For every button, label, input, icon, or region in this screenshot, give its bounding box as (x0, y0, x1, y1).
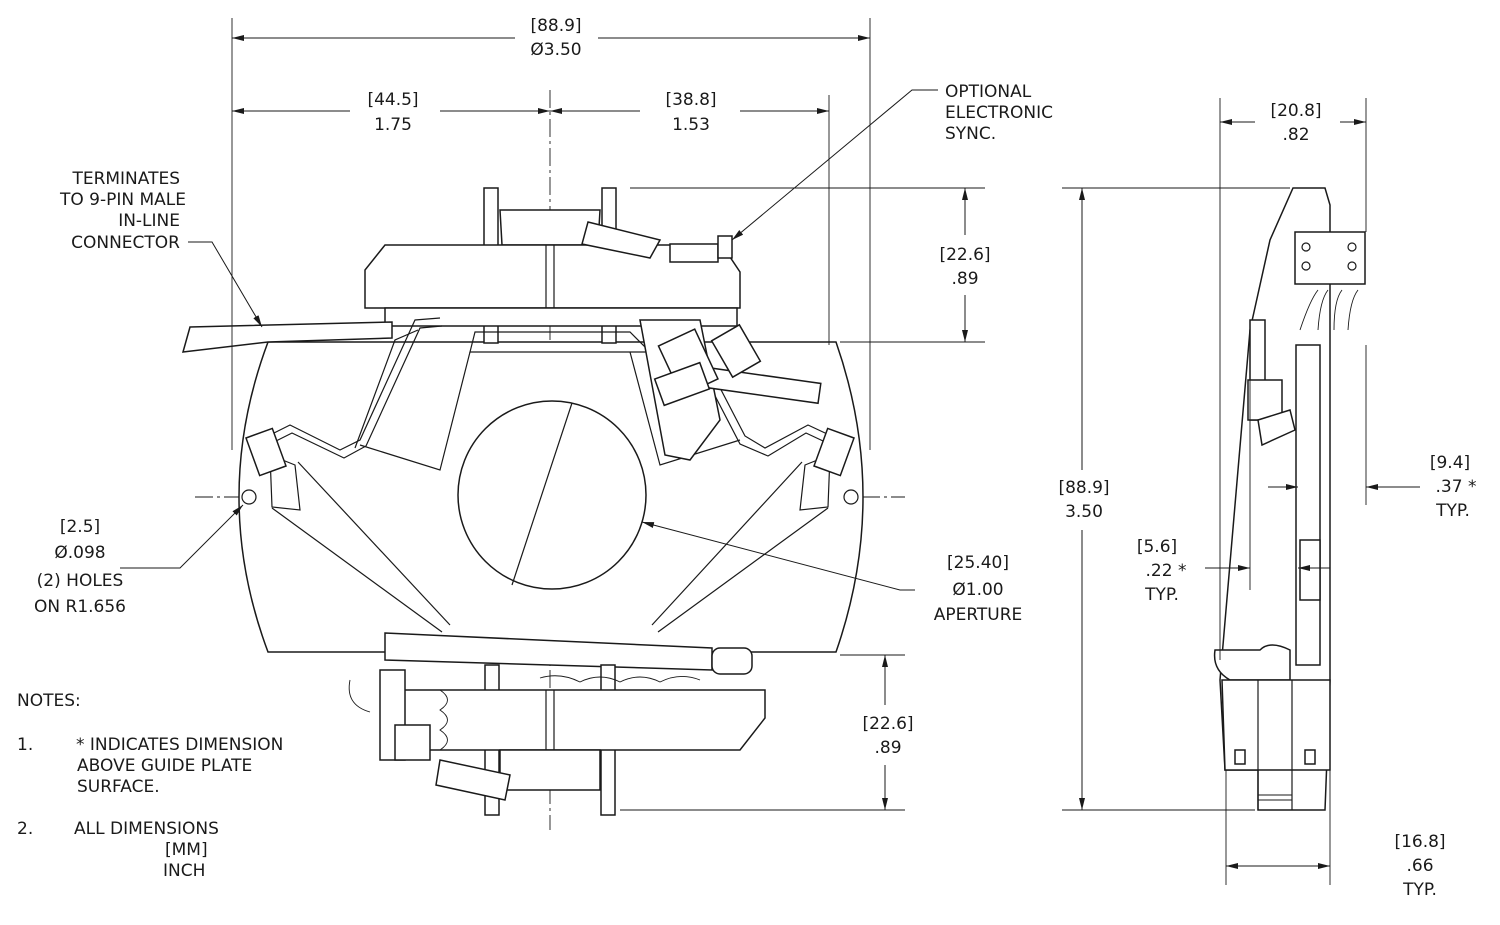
aperture-callout-line-3: APERTURE (934, 605, 1023, 625)
dim-right-half-inch: 1.53 (672, 115, 710, 135)
mounting-hole-right (843, 489, 859, 505)
holes-callout-line-2: Ø.098 (54, 543, 105, 563)
notes-block: NOTES: 1. * INDICATES DIMENSION ABOVE GU… (17, 691, 283, 881)
note-2-line-1: ALL DIMENSIONS (74, 819, 219, 839)
dim-left-offset-inch: .22 * (1146, 561, 1187, 581)
front-view (181, 90, 905, 830)
dim-bottom-height-mm: [22.6] (862, 714, 913, 734)
dim-overall-height-inch: 3.50 (1065, 502, 1103, 522)
sync-callout-line-1: OPTIONAL (945, 82, 1032, 102)
dim-bottom-width-mm: [16.8] (1394, 832, 1445, 852)
dimension-lines (231, 18, 1420, 885)
note-2-number: 2. (17, 819, 33, 839)
dim-bottom-width-inch: .66 (1406, 856, 1433, 876)
note-2-line-2: [MM] (165, 840, 208, 860)
note-1-line-1: * INDICATES DIMENSION (76, 735, 283, 755)
sync-connector (639, 319, 822, 461)
note-1-line-3: SURFACE. (77, 777, 160, 797)
note-1-line-2: ABOVE GUIDE PLATE (77, 756, 252, 776)
dim-top-height-mm: [22.6] (939, 245, 990, 265)
bottom-actuator (348, 632, 766, 816)
dim-right-offset-inch: .37 * (1436, 477, 1477, 497)
connector-callout-line-4: CONNECTOR (71, 233, 180, 253)
dim-left-offset-note: TYP. (1144, 585, 1179, 605)
aperture-callout-line-1: [25.40] (947, 553, 1009, 573)
holes-callout-line-4: ON R1.656 (34, 597, 126, 617)
dim-left-half-mm: [44.5] (367, 90, 418, 110)
mounting-hole-left (241, 489, 257, 505)
dim-top-height-inch: .89 (951, 269, 978, 289)
dim-right-offset-note: TYP. (1435, 501, 1470, 521)
dim-side-width-mm: [20.8] (1270, 101, 1321, 121)
aperture-callout-line-2: Ø1.00 (952, 580, 1003, 600)
connector-callout-line-1: TERMINATES (71, 169, 180, 189)
shutter-blades (269, 329, 831, 633)
dim-right-half-mm: [38.8] (665, 90, 716, 110)
aperture-opening (457, 400, 647, 590)
holes-callout-line-3: (2) HOLES (37, 571, 124, 591)
dim-overall-height-mm: [88.9] (1058, 478, 1109, 498)
leader-lines (120, 89, 938, 591)
side-view (1213, 187, 1366, 811)
callout-labels: TERMINATES TO 9-PIN MALE IN-LINE CONNECT… (34, 82, 1053, 625)
dim-bottom-width-note: TYP. (1402, 880, 1437, 900)
note-2-line-3: INCH (163, 861, 205, 881)
connector-callout-line-2: TO 9-PIN MALE (59, 190, 186, 210)
top-actuator (364, 187, 741, 344)
dim-left-half-inch: 1.75 (374, 115, 412, 135)
dim-left-offset-mm: [5.6] (1137, 537, 1177, 557)
note-1-number: 1. (17, 735, 33, 755)
dim-right-offset-mm: [9.4] (1430, 453, 1470, 473)
dim-side-width-inch: .82 (1282, 125, 1309, 145)
dim-overall-width-mm: [88.9] (530, 16, 581, 36)
aperture-blade-edge (511, 402, 573, 586)
holes-callout-line-1: [2.5] (60, 517, 100, 537)
dimension-labels: [88.9] Ø3.50 [44.5] 1.75 [38.8] 1.53 [22… (367, 16, 1476, 900)
side-sync-block (1294, 231, 1366, 285)
notes-heading: NOTES: (17, 691, 81, 711)
connector-cable (181, 321, 393, 353)
sync-callout-line-3: SYNC. (945, 124, 996, 144)
connector-callout-line-3: IN-LINE (118, 211, 180, 231)
sync-callout-line-2: ELECTRONIC (945, 103, 1053, 123)
dim-bottom-height-inch: .89 (874, 738, 901, 758)
dim-overall-width-inch: Ø3.50 (530, 40, 581, 60)
